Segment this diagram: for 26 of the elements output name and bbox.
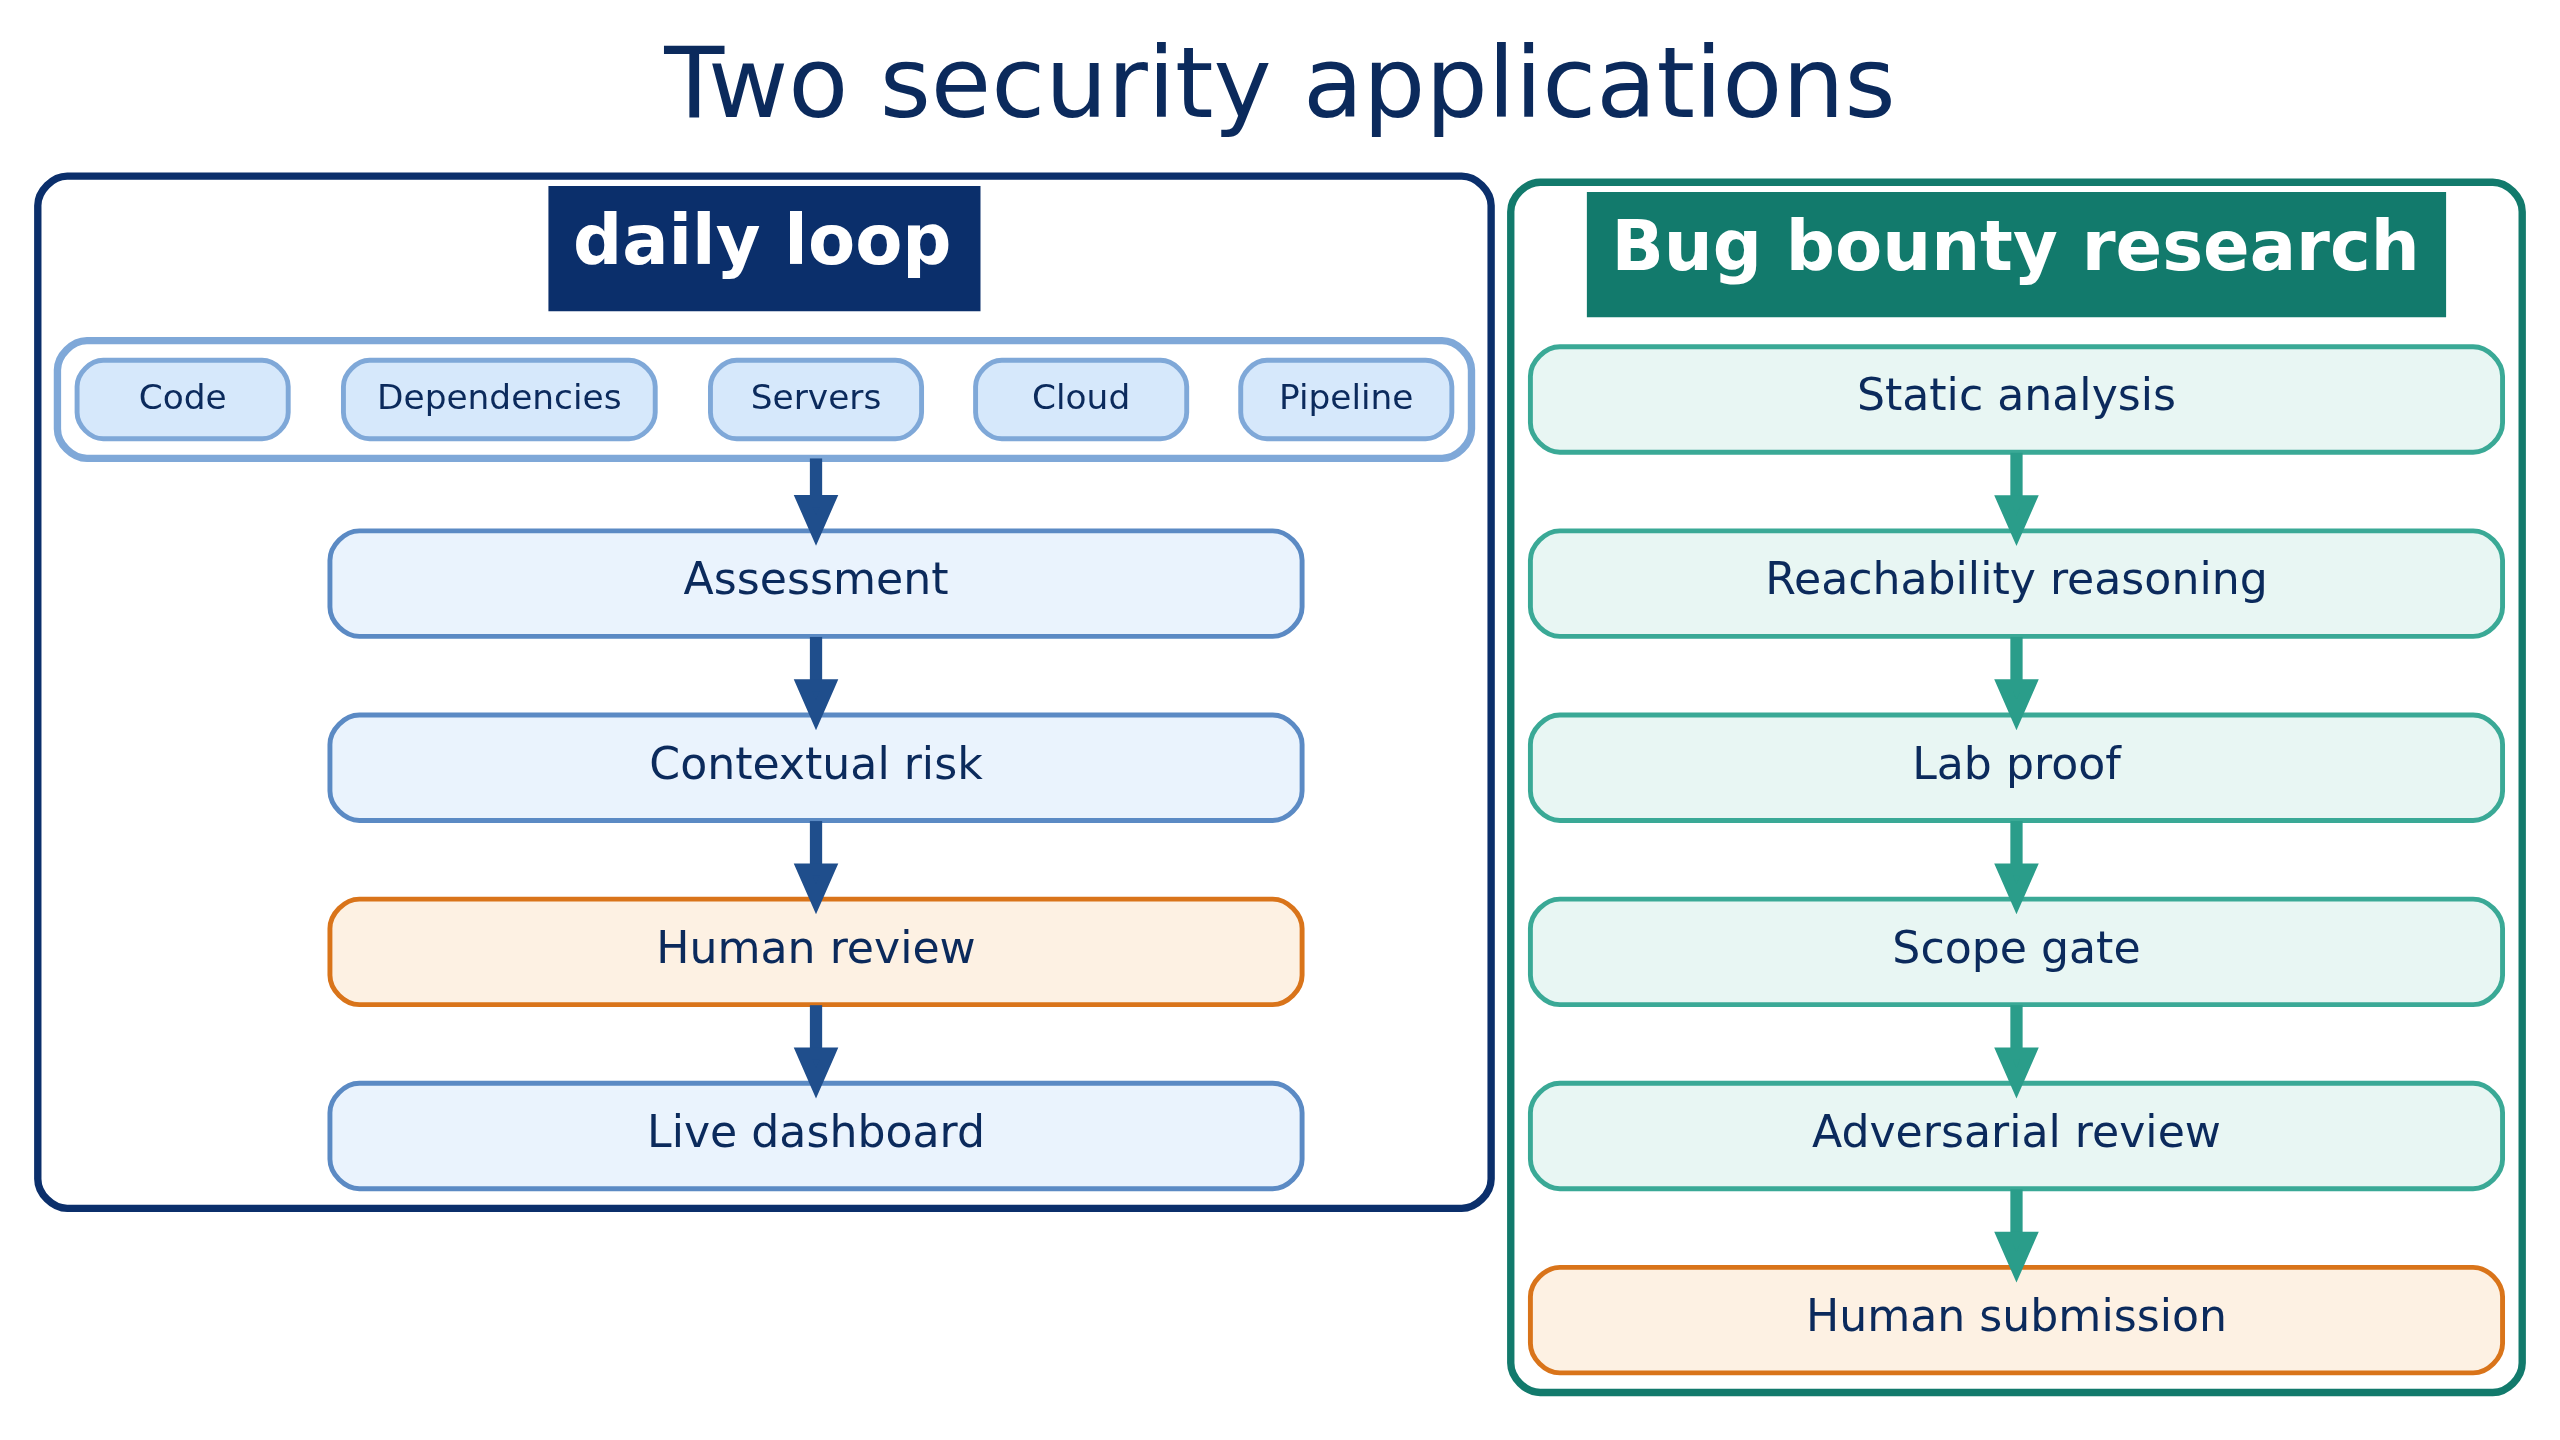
- arrow: [1994, 636, 2039, 730]
- arrow: [793, 636, 839, 730]
- node-box: Human submission: [1527, 1264, 2505, 1375]
- arrow: [1994, 820, 2039, 914]
- diagram-title: Two security applications: [664, 25, 1896, 140]
- arrow: [1994, 452, 2039, 546]
- node-box: Dependencies: [341, 357, 658, 441]
- node-box: Code: [74, 357, 291, 441]
- node-box: Contextual risk: [327, 712, 1305, 823]
- arrow: [1994, 1004, 2039, 1098]
- node-box: Adversarial review: [1527, 1080, 2505, 1191]
- node-box: Human review: [327, 896, 1305, 1007]
- cluster: [53, 336, 1476, 462]
- node-box: Live dashboard: [327, 1080, 1305, 1191]
- node-box: Static analysis: [1527, 343, 2505, 455]
- node-box: Pipeline: [1238, 357, 1455, 441]
- node-box: Reachability reasoning: [1527, 527, 2505, 639]
- arrow: [793, 820, 839, 914]
- node-box: Scope gate: [1527, 896, 2505, 1007]
- arrow: [793, 457, 839, 546]
- arrow: [793, 1004, 839, 1098]
- arrow: [1994, 1188, 2039, 1283]
- node-box: Cloud: [973, 357, 1190, 441]
- node-box: Lab proof: [1527, 712, 2505, 823]
- node-box: Servers: [708, 357, 925, 441]
- node-box: Assessment: [327, 527, 1305, 639]
